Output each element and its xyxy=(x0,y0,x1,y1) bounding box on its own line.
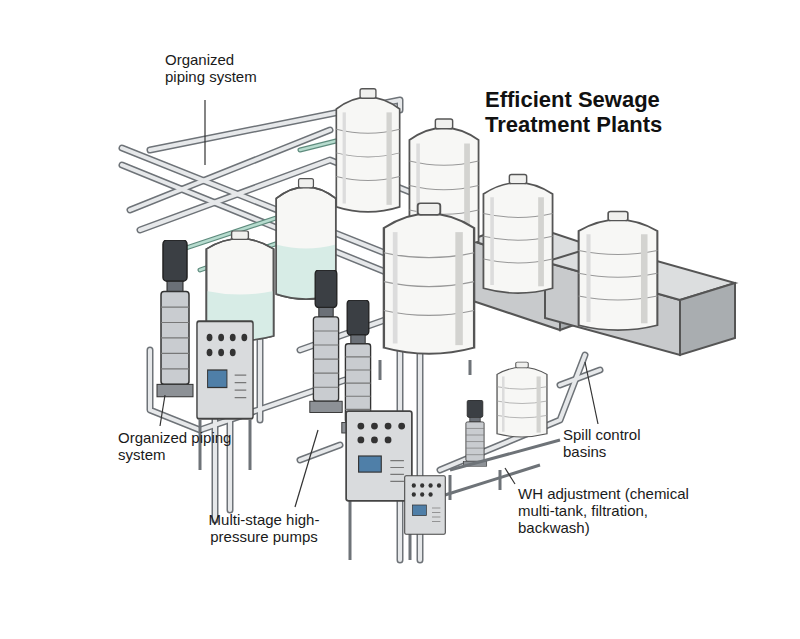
callout-label: Spill control basins xyxy=(563,427,675,461)
control-panels xyxy=(405,476,446,535)
callout-label: Organized piping system xyxy=(118,430,233,464)
spill-basins xyxy=(680,283,735,355)
storage-tanks xyxy=(483,175,552,294)
pump-units xyxy=(157,240,193,397)
leader-lines xyxy=(295,430,318,507)
callout-label: Organized piping system xyxy=(165,52,277,86)
callout-label: Multi-stage high-pressure pumps xyxy=(184,512,344,546)
storage-tanks xyxy=(497,362,547,437)
callout-label: WH adjustment (chemical multi-tank, filt… xyxy=(518,486,690,536)
storage-tanks xyxy=(206,89,657,437)
pipe-rack xyxy=(300,445,340,460)
control-panels xyxy=(346,411,412,501)
leader-lines xyxy=(160,395,165,426)
control-panels xyxy=(197,321,445,534)
pump-units xyxy=(463,400,486,467)
pipe-rack xyxy=(560,370,600,385)
leader-lines xyxy=(505,468,515,484)
control-panels xyxy=(197,321,253,419)
storage-tanks xyxy=(579,212,658,331)
pump-units xyxy=(310,270,342,413)
diagram-title: Efficient Sewage Treatment Plants xyxy=(485,88,725,137)
leader-lines xyxy=(585,362,598,424)
leader-lines xyxy=(204,100,205,165)
pipe-rack xyxy=(300,445,340,460)
storage-tanks xyxy=(336,89,399,212)
storage-tanks xyxy=(384,203,474,354)
